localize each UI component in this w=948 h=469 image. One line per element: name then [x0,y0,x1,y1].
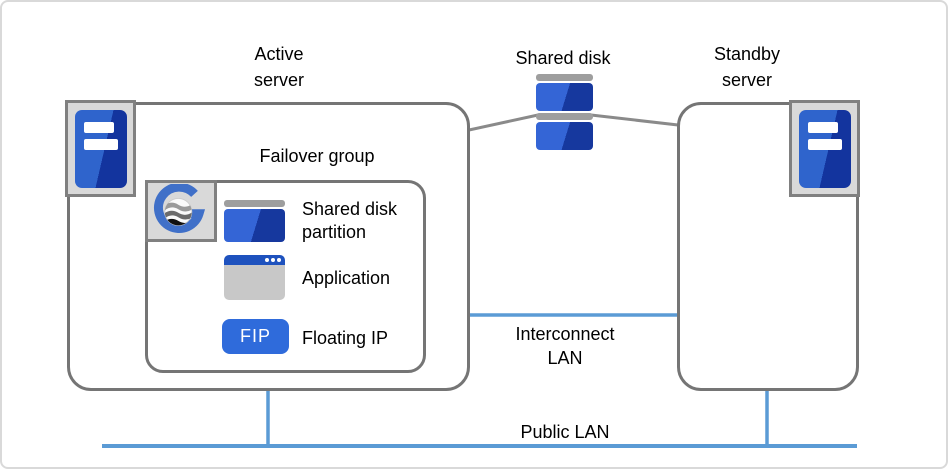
floating-ip-label: Floating IP [302,328,389,348]
shared-disk-label: Shared disk [515,48,611,68]
server-icon [74,109,127,188]
disk-link-left-line [468,113,539,132]
standby-server-chip [789,100,860,197]
shared-disk-partition-icon [224,200,285,207]
floating-ip-badge: FIP [222,319,289,354]
application-window-icon [224,255,285,300]
application-label: Application [302,268,391,288]
public-lan-label: Public LAN [520,422,610,442]
cluster-logo-chip [145,180,217,242]
shared-disk-partition-icon [224,209,285,242]
disk-link-right-line [590,113,679,127]
standby-server-label: Standby server [713,44,781,90]
server-icon [798,109,851,188]
shared-disk-partition-label: Shared disk partition [302,199,398,242]
active-server-chip [65,100,136,197]
active-server-label: Active server [253,44,304,90]
shared-disk-icon [536,113,593,120]
cluster-logo-icon [153,184,206,233]
interconnect-lan-label: Interconnect LAN [515,324,615,368]
shared-disk-icon [536,122,593,150]
shared-disk-icon [536,74,593,81]
shared-disk-icon [536,83,593,111]
fip-badge-label: FIP [239,326,271,346]
failover-group-label: Failover group [259,146,375,166]
